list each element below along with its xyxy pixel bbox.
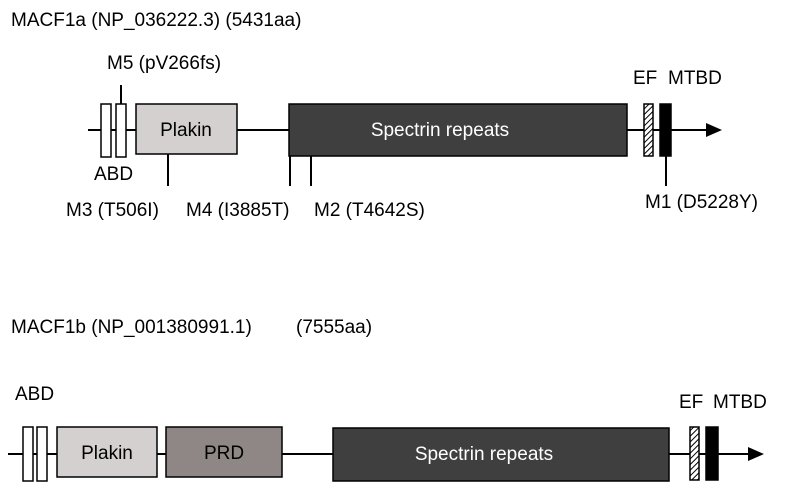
macf1b-mtbd-label: MTBD (713, 392, 767, 413)
macf1a-plakin-domain (135, 103, 238, 155)
macf1a-diagram: MACF1a (NP_036222.3) (5431aa) Plakin Spe… (11, 10, 758, 221)
macf1a-mtbd-label: MTBD (668, 68, 722, 89)
macf1b-abd-box-1 (22, 426, 34, 482)
macf1b-plakin-label: Plakin (81, 443, 133, 464)
macf1b-title-part2: (7555aa) (296, 317, 372, 338)
macf1a-m5-label: M5 (pV266fs) (107, 53, 221, 74)
macf1a-spectrin-label: Spectrin repeats (371, 120, 509, 141)
macf1a-arrowhead (706, 123, 722, 137)
macf1a-m4-label: M4 (I3885T) (186, 200, 289, 221)
macf1a-spectrin-domain (288, 103, 628, 157)
macf1b-arrowhead (748, 447, 764, 461)
macf1a-abd-label: ABD (94, 164, 133, 185)
macf1b-ef-domain (689, 426, 700, 481)
macf1a-mtbd-domain (659, 103, 672, 157)
macf1a-abd-box-2 (115, 103, 127, 158)
macf1b-spectrin-domain (332, 427, 670, 482)
macf1b-prd-domain (165, 426, 283, 478)
macf1b-plakin-domain (56, 426, 158, 478)
macf1a-ef-label: EF (633, 68, 657, 89)
macf1b-prd-label: PRD (204, 443, 244, 464)
macf1a-m3-label: M3 (T506I) (66, 200, 159, 221)
macf1a-title: MACF1a (NP_036222.3) (5431aa) (11, 10, 301, 31)
macf1b-title-part1: MACF1b (NP_001380991.1) (11, 317, 252, 338)
macf1b-abd-label: ABD (15, 384, 54, 405)
macf1b-ef-label: EF (679, 392, 703, 413)
macf1a-m1-label: M1 (D5228Y) (645, 192, 758, 213)
macf1b-abd-box-2 (36, 426, 48, 482)
macf1b-spectrin-label: Spectrin repeats (415, 444, 553, 465)
macf1a-m2-label: M2 (T4642S) (314, 200, 425, 221)
macf1a-plakin-label: Plakin (160, 120, 212, 141)
macf1b-mtbd-domain (705, 426, 719, 481)
macf1a-abd-box-1 (100, 103, 112, 158)
macf1a-ef-domain (643, 103, 654, 157)
macf1b-diagram: MACF1b (NP_001380991.1) (7555aa) ABD EF … (8, 317, 767, 482)
